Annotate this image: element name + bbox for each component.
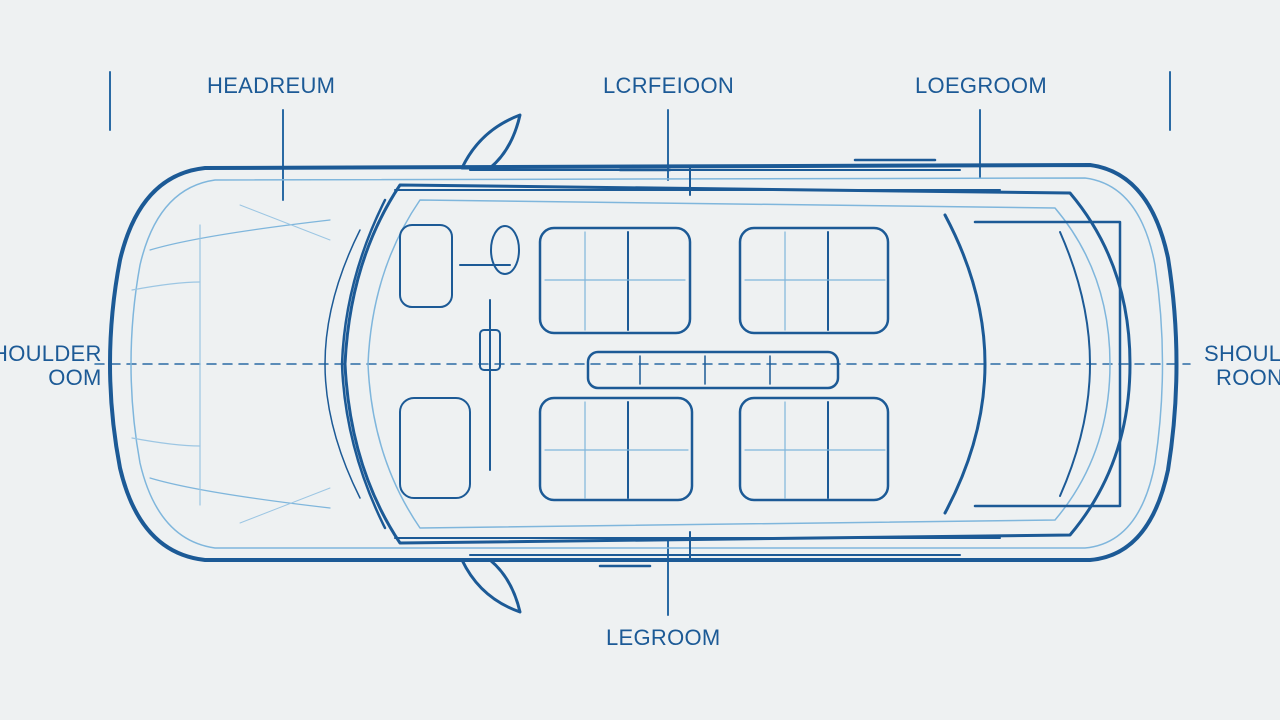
shoulder-room-right-label: SHOULL ROON (1204, 341, 1280, 391)
center-console (586, 350, 840, 390)
seat-rear-left (738, 226, 890, 335)
car-body (108, 163, 1179, 562)
shoulder-left-line-1: HOULDER (0, 341, 102, 366)
seat-front-right (538, 396, 694, 502)
seats (538, 226, 890, 502)
seat-front-left (538, 226, 692, 335)
dimension-lines (109, 71, 1171, 616)
car-cabin (324, 158, 1132, 568)
legroom-top-label: LOEGROOM (915, 73, 1047, 98)
shoulder-room-left-label: HOULDER OOM (0, 341, 102, 391)
shoulder-right-line-1: SHOULL (1204, 341, 1280, 366)
center-room-label: LCRFEIOON (603, 73, 735, 98)
seat-rear-right (738, 396, 890, 502)
headroom-label: HEADREUM (207, 73, 336, 98)
legroom-bottom-label: LEGROOM (606, 625, 721, 650)
dashboard (399, 224, 520, 499)
shoulder-left-line-2: OOM (48, 365, 102, 391)
side-mirrors (460, 113, 522, 614)
shoulder-right-line-2: ROON (1216, 365, 1280, 391)
